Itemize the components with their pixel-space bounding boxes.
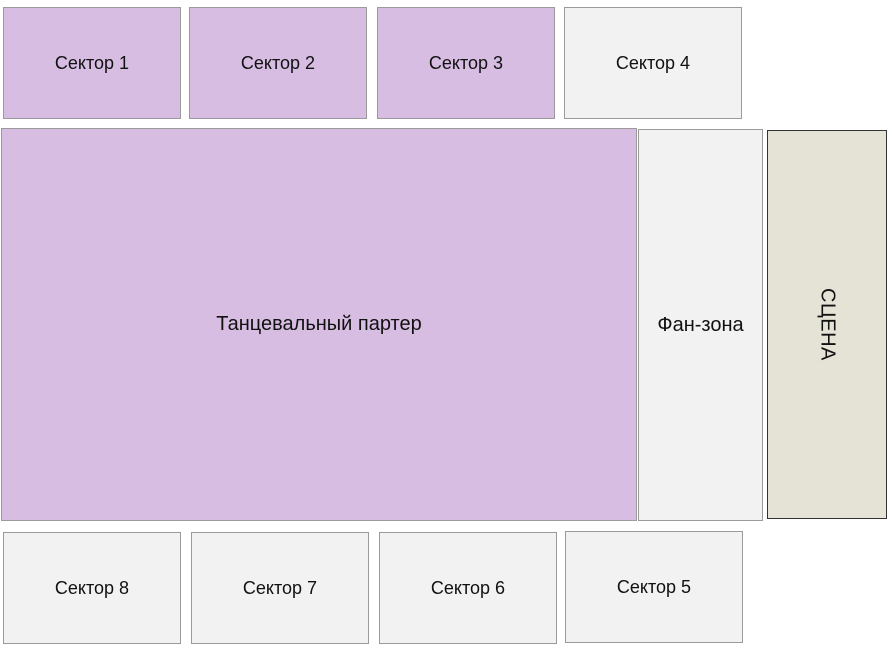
sector-2-label: Сектор 2 (240, 52, 316, 73)
sector-7[interactable]: Сектор 7 (191, 532, 369, 644)
sector-8-label: Сектор 8 (54, 577, 130, 598)
fan-zone-label: Фан-зона (657, 313, 744, 336)
dance-floor-zone[interactable]: Танцевальный партер (1, 128, 637, 521)
sector-3[interactable]: Сектор 3 (377, 7, 555, 119)
sector-6[interactable]: Сектор 6 (379, 532, 557, 644)
sector-4[interactable]: Сектор 4 (564, 7, 742, 119)
stage: СЦЕНА (767, 130, 887, 519)
sector-4-label: Сектор 4 (615, 52, 691, 73)
sector-5-label: Сектор 5 (616, 576, 692, 597)
sector-7-label: Сектор 7 (242, 577, 318, 598)
sector-3-label: Сектор 3 (428, 52, 504, 73)
sector-1[interactable]: Сектор 1 (3, 7, 181, 119)
sector-5[interactable]: Сектор 5 (565, 531, 743, 643)
sector-2[interactable]: Сектор 2 (189, 7, 367, 119)
sector-8[interactable]: Сектор 8 (3, 532, 181, 644)
stage-label: СЦЕНА (816, 288, 839, 361)
dance-floor-label: Танцевальный партер (216, 313, 422, 335)
fan-zone[interactable]: Фан-зона (638, 129, 763, 521)
sector-6-label: Сектор 6 (430, 577, 506, 598)
sector-1-label: Сектор 1 (54, 52, 130, 73)
